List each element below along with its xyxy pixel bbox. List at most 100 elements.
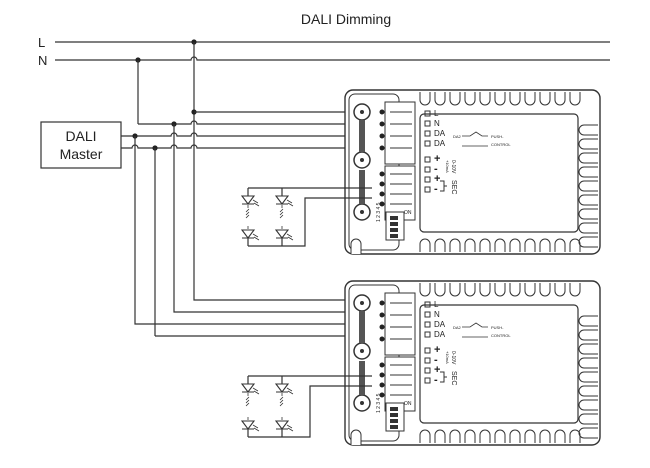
dali-master-box: DALI Master xyxy=(40,121,122,169)
diode-symbol xyxy=(240,195,256,205)
cooling-fin xyxy=(578,208,598,220)
dip-lever xyxy=(390,222,398,226)
da2-to-driver-1 xyxy=(121,144,372,149)
diagram-title: DALI Dimming xyxy=(301,11,391,27)
terminal-dot xyxy=(379,372,385,378)
cooling-fin xyxy=(419,283,431,297)
terminal-dot xyxy=(379,109,385,115)
terminal-box xyxy=(424,331,431,338)
cooling-fin xyxy=(578,236,598,248)
dip-lever xyxy=(390,216,398,220)
terminal-block-output xyxy=(384,356,416,412)
terminal-label: + xyxy=(434,364,440,376)
cooling-fin xyxy=(449,283,461,297)
cooling-fin xyxy=(578,413,598,425)
screw-center xyxy=(360,401,364,405)
diode-symbol xyxy=(274,420,290,430)
led-icon xyxy=(240,420,260,432)
terminal-label: N xyxy=(434,310,440,319)
led-icon xyxy=(274,195,294,207)
dip-lever xyxy=(390,419,398,423)
terminal-box xyxy=(424,120,431,127)
sec-label: SEC xyxy=(450,180,457,194)
cooling-fin xyxy=(578,194,598,206)
cooling-fin xyxy=(524,238,536,252)
terminal-dot xyxy=(379,392,385,398)
control-label: CONTROL xyxy=(491,142,511,147)
label-panel xyxy=(419,304,579,424)
cooling-fin xyxy=(509,238,521,252)
terminal-label: DA xyxy=(434,139,446,148)
cooling-fin xyxy=(569,429,581,443)
terminal-label: + xyxy=(434,173,440,185)
terminal-dot xyxy=(379,171,385,177)
cooling-fin xyxy=(554,92,566,106)
terminal-block-output xyxy=(384,165,416,221)
terminal-box xyxy=(424,301,431,308)
cooling-fin xyxy=(434,283,446,297)
terminal-dot xyxy=(379,145,385,151)
led-icon xyxy=(240,383,260,395)
diode-symbol xyxy=(240,383,256,393)
terminal-box xyxy=(424,347,431,354)
cooling-fin xyxy=(524,92,536,106)
terminal-dot xyxy=(379,362,385,368)
cooling-fin xyxy=(554,238,566,252)
cooling-fin xyxy=(494,283,506,297)
screw-center xyxy=(360,301,364,305)
diode-symbol xyxy=(240,229,256,239)
diode-symbol xyxy=(274,229,290,239)
led-icon xyxy=(274,383,294,395)
cooling-fin xyxy=(539,92,551,106)
led-icon xyxy=(274,420,294,432)
cooling-fin xyxy=(554,429,566,443)
led-icon xyxy=(274,229,294,241)
terminal-dot xyxy=(379,191,385,197)
cooling-fin xyxy=(479,429,491,443)
light-rays xyxy=(286,387,294,395)
cooling-fin xyxy=(569,92,581,106)
cooling-fin xyxy=(509,429,521,443)
terminal-box xyxy=(424,140,431,147)
terminal-dot xyxy=(379,336,385,342)
terminal-label: + xyxy=(434,153,440,165)
terminal-label: + xyxy=(434,344,440,356)
cooling-fin xyxy=(554,283,566,297)
dip-on-label: ON xyxy=(404,210,412,216)
wires xyxy=(55,39,610,337)
series-break xyxy=(279,393,284,420)
cooling-fin xyxy=(479,283,491,297)
master-label-1: DALI xyxy=(65,128,96,144)
analog-sub-label: +10mA xyxy=(445,351,450,364)
terminal-box xyxy=(424,377,431,384)
cooling-fin xyxy=(479,238,491,252)
terminal-label: DA xyxy=(434,320,446,329)
cooling-fin xyxy=(578,152,598,164)
diode-symbol xyxy=(274,195,290,205)
cooling-fin xyxy=(578,385,598,397)
terminal-dot xyxy=(379,300,385,306)
light-rays xyxy=(252,387,260,395)
terminal-label: DA xyxy=(434,129,446,138)
terminal-label: L xyxy=(434,109,439,118)
cooling-fin xyxy=(578,166,598,178)
cooling-fin xyxy=(578,138,598,150)
live-label: L xyxy=(38,35,45,50)
terminal-label: - xyxy=(434,374,438,386)
cooling-fin xyxy=(509,92,521,106)
sec-label: SEC xyxy=(450,371,457,385)
terminal-dot xyxy=(379,121,385,127)
terminal-label: - xyxy=(434,354,438,366)
cooling-fin xyxy=(494,92,506,106)
cooling-fin xyxy=(578,124,598,136)
neutral-to-driver-2 xyxy=(173,124,372,313)
dip-numbers: 1 2 3 4 5 xyxy=(376,202,382,222)
diode-symbol xyxy=(240,420,256,430)
terminal-box xyxy=(424,156,431,163)
dali-label: DA2 xyxy=(453,325,462,330)
dip-lever xyxy=(390,228,398,232)
terminal-label: L xyxy=(434,300,439,309)
dip-lever xyxy=(390,413,398,417)
light-rays xyxy=(252,424,260,432)
